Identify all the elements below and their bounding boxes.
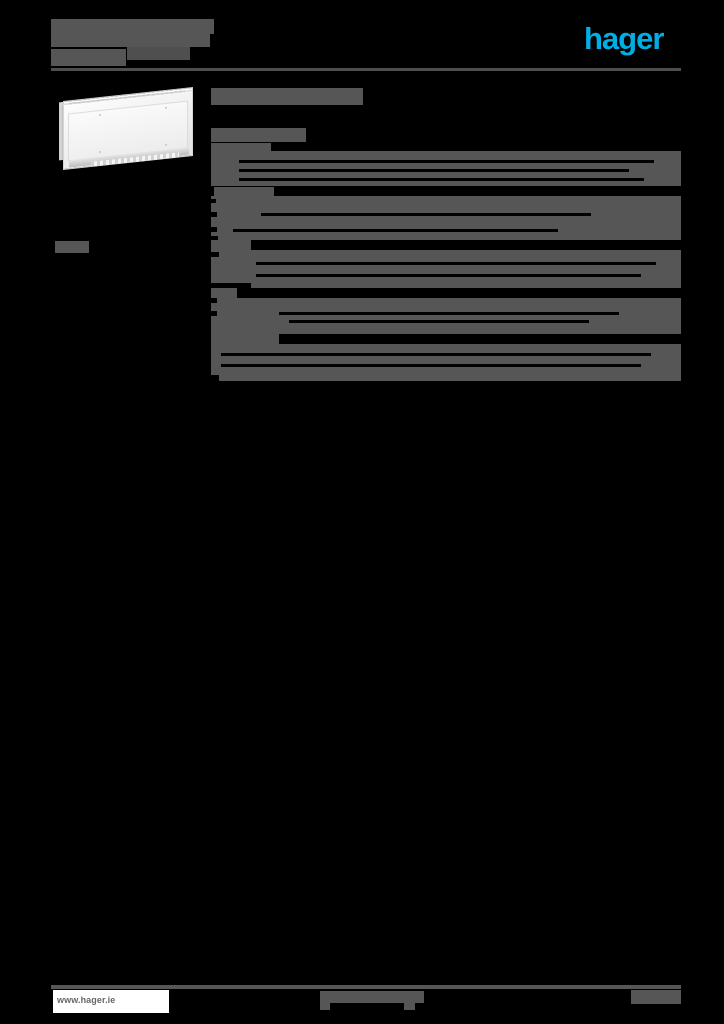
row-value-block bbox=[211, 250, 681, 288]
row-bullet bbox=[211, 283, 251, 288]
row-value-block bbox=[211, 151, 681, 186]
table-row bbox=[211, 288, 681, 334]
row-value-line bbox=[256, 262, 656, 265]
footer-page-number bbox=[631, 990, 681, 1004]
row-value-line bbox=[279, 312, 619, 315]
row-value-line bbox=[239, 169, 629, 172]
row-value-block bbox=[211, 298, 681, 334]
section-heading-text bbox=[211, 88, 363, 105]
table-row bbox=[211, 143, 681, 186]
row-value-line bbox=[239, 160, 654, 163]
row-bullet bbox=[211, 252, 219, 257]
document-subtitle bbox=[51, 49, 126, 66]
footer-url-box[interactable]: www.hager.ie bbox=[53, 990, 169, 1013]
document-product-code bbox=[127, 47, 190, 60]
row-value-block bbox=[211, 344, 681, 381]
row-value-line bbox=[261, 213, 591, 216]
table-row bbox=[211, 187, 681, 240]
row-label bbox=[214, 187, 274, 196]
cover-screw-icon bbox=[99, 150, 101, 154]
row-bullet bbox=[211, 227, 217, 232]
hager-logo-text: hager bbox=[584, 21, 664, 56]
table-row bbox=[211, 240, 681, 288]
row-value-line bbox=[256, 274, 641, 277]
row-bullet bbox=[211, 298, 217, 303]
row-value-line bbox=[233, 229, 558, 232]
row-label bbox=[211, 334, 279, 344]
footer-center-note-tertiary bbox=[404, 1003, 415, 1010]
row-value-line bbox=[221, 353, 651, 356]
row-value-line bbox=[221, 364, 641, 367]
footer-center-note bbox=[320, 991, 424, 1003]
document-title-line-1 bbox=[51, 19, 214, 34]
sub-heading-text bbox=[211, 128, 306, 142]
row-label bbox=[211, 143, 271, 151]
table-row bbox=[211, 334, 681, 381]
row-label bbox=[211, 240, 251, 250]
row-bullet bbox=[211, 236, 218, 240]
cover-screw-icon bbox=[165, 143, 167, 146]
section-heading bbox=[211, 88, 681, 105]
sub-heading bbox=[211, 128, 681, 142]
row-value-line bbox=[239, 178, 644, 181]
row-bullet bbox=[211, 212, 217, 217]
product-image bbox=[55, 86, 203, 176]
footer-center-note-secondary bbox=[320, 1003, 330, 1010]
footer-divider bbox=[51, 985, 681, 989]
product-image-caption bbox=[55, 241, 89, 253]
document-header bbox=[51, 17, 681, 71]
header-divider bbox=[51, 68, 681, 71]
main-content bbox=[211, 88, 681, 381]
cover-screw-icon bbox=[99, 113, 101, 117]
row-value-block bbox=[211, 196, 681, 240]
row-bullet bbox=[211, 199, 216, 203]
hager-logo: hager bbox=[584, 23, 678, 54]
row-bullet bbox=[211, 375, 219, 381]
product-photo bbox=[55, 86, 203, 176]
row-value-line bbox=[289, 320, 589, 323]
row-bullet bbox=[211, 311, 217, 316]
document-title-line-2 bbox=[51, 34, 210, 47]
footer-url-link[interactable]: www.hager.ie bbox=[57, 995, 116, 1005]
specification-table bbox=[211, 143, 681, 381]
row-label bbox=[211, 288, 237, 298]
cover-screw-icon bbox=[165, 106, 167, 109]
